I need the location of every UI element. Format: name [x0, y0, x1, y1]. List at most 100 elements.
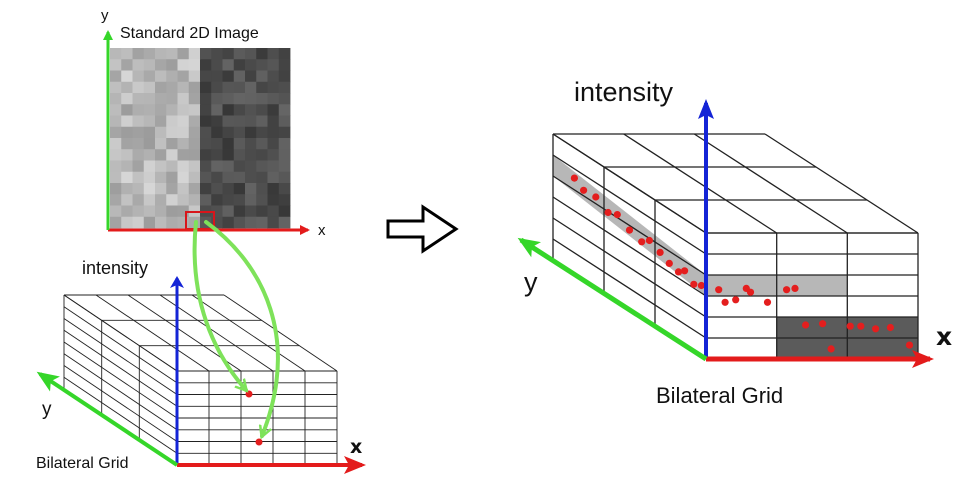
grid-line	[623, 133, 778, 234]
grid-line	[159, 294, 274, 372]
grid-line	[63, 294, 178, 372]
image-pixel	[256, 194, 268, 206]
image-pixel	[132, 93, 145, 105]
image-pixel	[222, 93, 235, 105]
image-pixel	[200, 81, 212, 94]
grid-point	[791, 284, 799, 292]
image-pixel	[121, 171, 133, 184]
image-pixel	[166, 171, 178, 184]
image-pixel	[188, 104, 201, 116]
image-pixel	[256, 70, 268, 83]
image-pixel	[143, 194, 156, 206]
grid-line	[223, 294, 338, 372]
image-pixel	[267, 93, 280, 105]
image-pixel	[278, 104, 291, 116]
image-pixel	[211, 81, 223, 94]
image-pixel	[267, 59, 280, 71]
grid-point	[604, 208, 612, 217]
image-pixel	[188, 149, 201, 161]
image-pixel	[278, 216, 291, 229]
large-bilateral-grid: intensity y x Bilateral Grid	[517, 77, 952, 408]
image-pixel	[166, 183, 178, 195]
right-arrow-outline-icon	[386, 204, 459, 254]
image-pixel	[110, 149, 122, 161]
image-pixel	[200, 138, 212, 150]
image-pixel	[211, 216, 223, 229]
image-pixel	[121, 149, 133, 161]
image-pixel	[143, 183, 156, 195]
image-pixel	[177, 115, 190, 128]
image-pixel	[233, 59, 246, 71]
image-pixel	[245, 81, 257, 94]
image-pixel	[222, 216, 235, 229]
small-grid-y-axis	[36, 371, 179, 467]
image-pixel	[256, 81, 268, 94]
image-pixel	[222, 160, 235, 173]
image-pixel	[233, 138, 246, 150]
image-pixel	[121, 104, 133, 116]
image-pixel	[143, 216, 156, 229]
image-pixel	[211, 138, 223, 150]
image-pixel	[211, 183, 223, 195]
image-pixel	[188, 194, 201, 206]
grid-point	[255, 438, 263, 446]
grid-line	[693, 133, 848, 234]
grid-point	[645, 236, 654, 245]
image-pixel	[166, 81, 178, 94]
image-pixel	[143, 160, 156, 173]
image-pixel	[132, 149, 145, 161]
image-pixel	[222, 138, 235, 150]
image-pixel	[177, 160, 190, 173]
grid-point	[802, 321, 810, 329]
image-pixel	[222, 59, 235, 71]
image-pixel	[256, 149, 268, 161]
image-pixel	[233, 115, 246, 128]
image-pixel	[233, 216, 246, 229]
image-pixel	[245, 183, 257, 195]
image-pixel	[200, 48, 212, 60]
image-pixel	[278, 48, 291, 60]
image-pixel	[245, 59, 257, 71]
image-pixel	[132, 138, 145, 150]
image-axis-x-label: x	[318, 222, 326, 239]
image-pixel	[110, 93, 122, 105]
image-pixel	[256, 93, 268, 105]
image-pixel	[177, 126, 190, 139]
image-pixel	[233, 70, 246, 83]
image-pixel	[267, 171, 280, 184]
image-pixel	[177, 171, 190, 184]
grid-point	[625, 226, 634, 234]
image-pixel	[121, 216, 133, 229]
grid-line	[552, 196, 707, 297]
image-pixel	[155, 171, 167, 184]
image-pixel	[233, 160, 246, 173]
image-pixel	[278, 171, 291, 184]
image-pixel	[267, 126, 280, 139]
image-pixel	[233, 149, 246, 161]
image-pixel	[245, 104, 257, 116]
image-pixel	[110, 216, 122, 229]
grid-point	[872, 325, 880, 333]
image-pixel	[278, 149, 291, 161]
image-pixel	[121, 138, 133, 150]
image-pixel	[222, 104, 235, 116]
grid-line	[63, 353, 178, 431]
image-pixel	[256, 171, 268, 184]
image-pixel	[155, 81, 167, 94]
image-pixel	[121, 115, 133, 128]
image-pixel	[188, 115, 201, 128]
image-pixel	[155, 149, 167, 161]
image-pixel	[166, 138, 178, 150]
image-pixel	[132, 183, 145, 195]
grid-point	[746, 288, 755, 296]
grid-line	[764, 133, 919, 234]
image-pixel	[267, 115, 280, 128]
image-pixel	[143, 59, 156, 71]
small-bilateral-grid: intensity y x Bilateral Grid	[36, 258, 366, 474]
image-pixel	[177, 216, 190, 229]
grid-line	[63, 365, 178, 442]
image-pixel	[200, 70, 212, 83]
image-pixel	[155, 126, 167, 139]
image-pixel	[188, 93, 201, 105]
